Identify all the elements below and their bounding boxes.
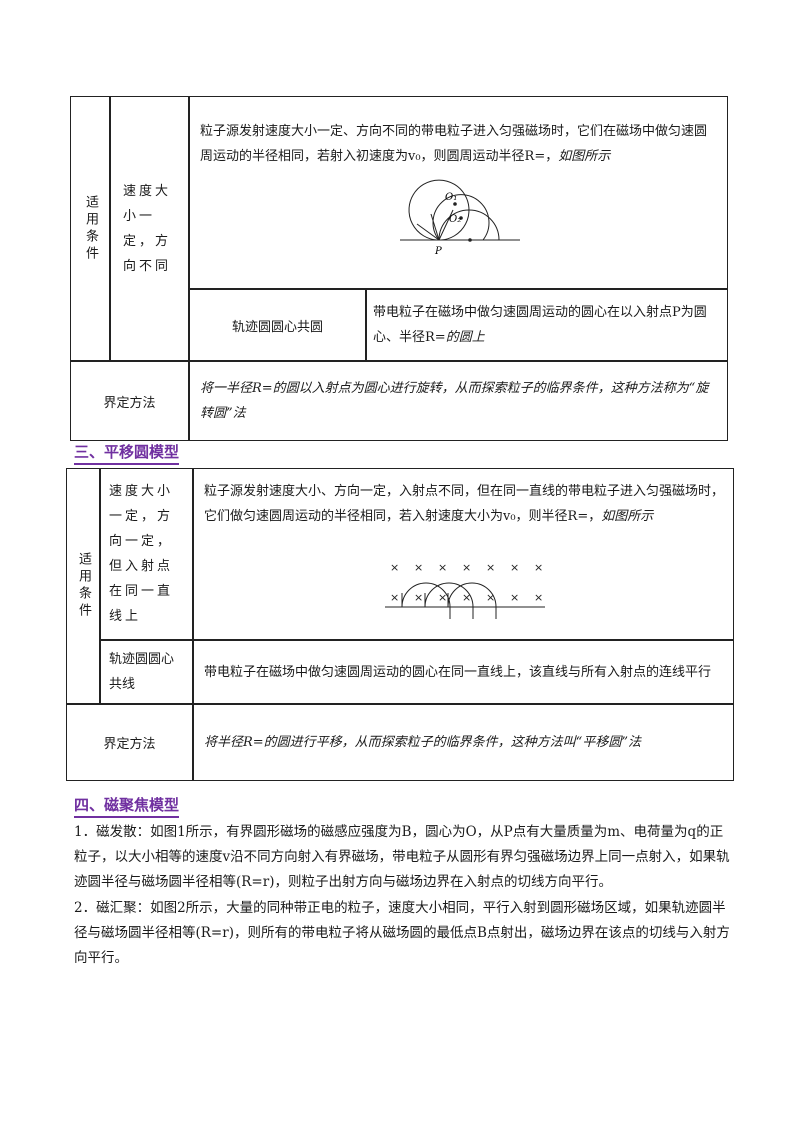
- translating-circles-figure: × × × × × × × × × × × × × ×: [385, 561, 545, 619]
- section4-paragraph-2: 2．磁汇聚：如图2所示，大量的同种带正电的粒子，速度大小相同，平行入射到圆形磁场…: [74, 900, 730, 966]
- table2-sub1-content-cell: 粒子源发射速度大小、方向一定，入射点不同，但在同一直线的带电粒子进入匀强磁场时，…: [193, 468, 734, 640]
- table1-sub1-label-cell: 速度大小一定，方向不同: [110, 96, 189, 361]
- table2-method-text: 将半径R=的圆进行平移，从而探索粒子的临界条件，这种方法叫“平移圆”法: [204, 735, 641, 750]
- field-cross: ×: [438, 561, 447, 574]
- field-cross: ×: [462, 591, 471, 604]
- table1-sub2-label-cell: 轨迹圆圆心共圆: [189, 289, 366, 361]
- table2-row-header: 适用条件: [66, 468, 100, 704]
- track-circle-2: [432, 194, 490, 241]
- table1-row-header-text: 适用条件: [83, 194, 98, 263]
- field-cross: ×: [462, 561, 471, 574]
- field-cross: ×: [534, 591, 543, 604]
- field-cross: ×: [534, 561, 543, 574]
- section3-title: 三、平移圆模型: [74, 441, 180, 465]
- field-cross: ×: [414, 561, 423, 574]
- field-cross: ×: [390, 561, 399, 574]
- table1-sub2-label: 轨迹圆圆心共圆: [231, 319, 323, 335]
- center-dot-1: [453, 202, 457, 206]
- table1-method-content-cell: 将一半径R=的圆以入射点为圆心进行旋转，从而探索粒子的临界条件，这种方法称为“旋…: [189, 361, 728, 441]
- field-cross: ×: [510, 591, 519, 604]
- table1-method-text: 将一半径R=的圆以入射点为圆心进行旋转，从而探索粒子的临界条件，这种方法称为“旋…: [200, 381, 709, 421]
- table2-sub1-text: 粒子源发射速度大小、方向一定，入射点不同，但在同一直线的带电粒子进入匀强磁场时，…: [204, 484, 725, 524]
- section4-paragraph-1: 1．磁发散：如图1所示，有界圆形磁场的磁感应强度为B，圆心为O，从P点有大量质量…: [74, 824, 730, 890]
- track-circle-1: [408, 179, 470, 241]
- table2-sub2-text: 带电粒子在磁场中做匀速圆周运动的圆心在同一直线上，该直线与所有入射点的连线平行: [204, 664, 712, 680]
- table2-sub2-label-cell: 轨迹圆圆心共线: [100, 640, 193, 704]
- table1-sub2-content-cell: 带电粒子在磁场中做匀速圆周运动的圆心在以入射点P为圆心、半径R=的圆上: [366, 289, 728, 361]
- table1-sub1-content-cell: 粒子源发射速度大小一定、方向不同的带电粒子进入匀强磁场时，它们在磁场中做匀速圆周…: [189, 96, 728, 289]
- track-circle-3: [438, 209, 500, 241]
- table2-sub1-label-cell: 速度大小一定，方向一定，但入射点在同一直线上: [100, 468, 193, 640]
- label-o1: O₁: [445, 192, 457, 203]
- velocity-arrow-3: [438, 209, 454, 241]
- label-o2: O₂: [449, 214, 461, 225]
- velocity-arrow-1: [416, 223, 440, 241]
- track-semicircle-3: [447, 582, 497, 608]
- section4-title: 四、磁聚焦模型: [74, 794, 180, 818]
- table2-sub1-label: 速度大小一定，方向一定，但入射点在同一直线上: [109, 484, 174, 624]
- track-semicircle-2: [424, 582, 474, 608]
- label-p: P: [434, 246, 442, 257]
- table2-method-label: 界定方法: [103, 737, 156, 752]
- table1-row-header: 适用条件: [70, 96, 110, 361]
- exit-dot: [468, 238, 472, 242]
- table1-sub1-label: 速度大小一定，方向不同: [123, 183, 172, 274]
- table1-sub2-text: 带电粒子在磁场中做匀速圆周运动的圆心在以入射点P为圆心、半径R=的圆上: [373, 305, 707, 345]
- table2-method-content-cell: 将半径R=的圆进行平移，从而探索粒子的临界条件，这种方法叫“平移圆”法: [193, 704, 734, 781]
- field-cross: ×: [486, 561, 495, 574]
- field-cross: ×: [414, 591, 423, 604]
- table1-method-label-cell: 界定方法: [70, 361, 189, 441]
- table1-sub1-text: 粒子源发射速度大小一定、方向不同的带电粒子进入匀强磁场时，它们在磁场中做匀速圆周…: [200, 124, 708, 164]
- table2-row-header-text: 适用条件: [76, 552, 91, 620]
- field-cross: ×: [510, 561, 519, 574]
- field-cross: ×: [390, 591, 399, 604]
- table2-sub2-content-cell: 带电粒子在磁场中做匀速圆周运动的圆心在同一直线上，该直线与所有入射点的连线平行: [193, 640, 734, 704]
- field-cross: ×: [486, 591, 495, 604]
- field-cross: ×: [438, 591, 447, 604]
- table2-method-label-cell: 界定方法: [66, 704, 193, 781]
- velocity-arrow-2: [430, 213, 440, 241]
- center-dot-2: [459, 216, 463, 220]
- rotating-circles-figure: O₁ O₂ P: [400, 179, 520, 257]
- table1-method-label: 界定方法: [103, 395, 156, 411]
- table2-sub2-label: 轨迹圆圆心共线: [109, 652, 175, 692]
